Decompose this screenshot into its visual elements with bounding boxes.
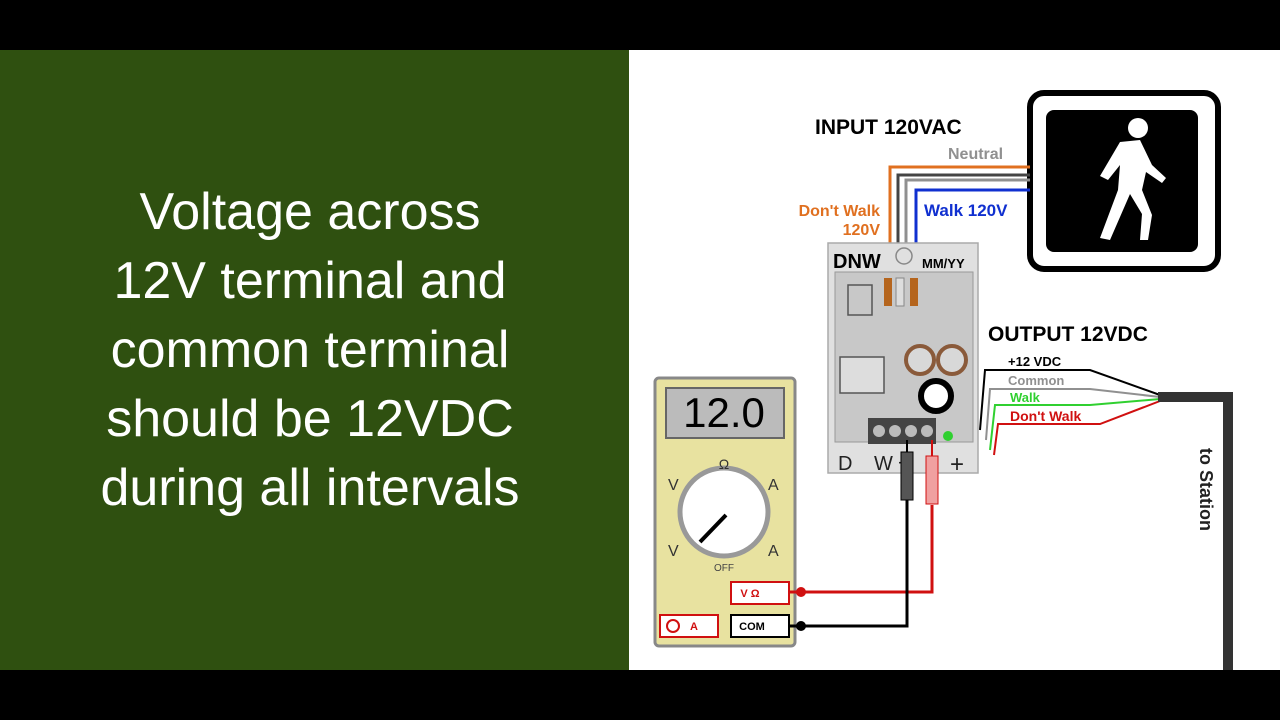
dial-off-label: OFF <box>714 563 734 574</box>
multimeter <box>653 376 797 648</box>
dial-dca-label: A <box>768 543 779 560</box>
dial-dcv-label: V <box>668 543 679 560</box>
input-label: INPUT 120VAC <box>815 116 962 139</box>
probe-leads <box>789 500 934 628</box>
to-station-label: to Station <box>1196 448 1216 531</box>
wire-common-label: Common <box>1008 373 1064 388</box>
letterbox-bottom <box>0 670 1280 720</box>
probe-black <box>900 440 914 501</box>
letterbox-top <box>0 0 1280 50</box>
wire-12vdc-label: +12 VDC <box>1008 354 1062 369</box>
meter-reading: 12.0 <box>683 389 765 436</box>
date-label: MM/YY <box>922 256 965 271</box>
terminal-plus-label: + <box>950 451 964 478</box>
caption-text: Voltage across 12V terminal and common t… <box>0 178 620 523</box>
caption-panel <box>0 50 629 670</box>
jack-vohm-label: V Ω <box>740 588 759 600</box>
probe-red <box>925 440 939 505</box>
output-label: OUTPUT 12VDC <box>988 323 1148 346</box>
dial-acv-label: V <box>668 477 679 494</box>
dont-walk-input-label: Don't Walk <box>799 203 881 220</box>
jack-com-label: COM <box>739 621 765 633</box>
dial-pointer <box>698 513 728 544</box>
dont-walk-voltage-label: 120V <box>843 222 881 239</box>
walk-input-label: Walk 120V <box>924 201 1008 220</box>
caption-line: should be 12VDC <box>106 390 514 448</box>
pedestrian-signal <box>1027 90 1221 272</box>
jack-a-label: A <box>690 621 698 633</box>
dial-ohm-label: Ω <box>719 456 729 472</box>
terminal-w-label: W <box>874 453 893 475</box>
caption-line: 12V terminal and <box>113 252 507 310</box>
station-cable <box>1158 392 1233 670</box>
terminal-d-label: D <box>838 453 852 475</box>
wire-walk-label: Walk <box>1010 390 1041 405</box>
module-label: DNW <box>833 251 881 273</box>
dnw-module <box>827 242 979 474</box>
wire-dont-walk-label: Don't Walk <box>1010 408 1081 424</box>
caption-line: during all intervals <box>100 459 520 517</box>
caption-line: common terminal <box>110 321 510 379</box>
caption-line: Voltage across <box>139 183 481 241</box>
dial-aca-label: A <box>768 477 779 494</box>
neutral-label: Neutral <box>948 146 1003 163</box>
probe-plugs <box>796 587 806 631</box>
output-wires <box>979 369 1161 456</box>
walking-person-icon <box>1100 118 1166 240</box>
